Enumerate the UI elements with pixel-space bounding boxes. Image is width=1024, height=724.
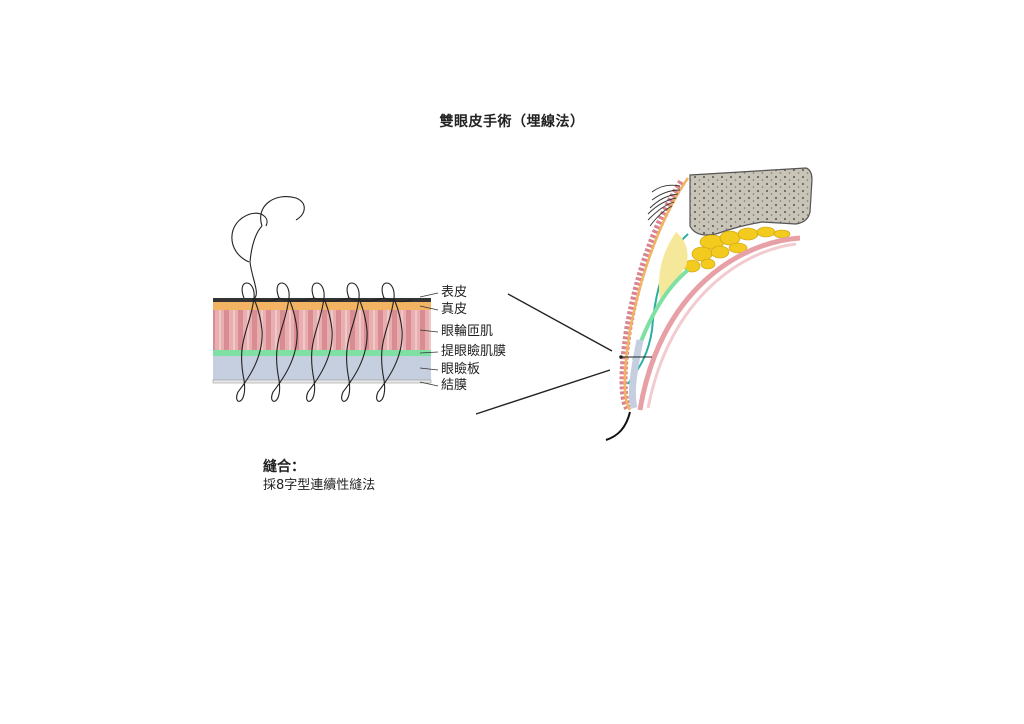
diagram-title: 雙眼皮手術（埋線法） bbox=[439, 114, 585, 130]
eyelid-anatomy bbox=[605, 167, 813, 441]
orbital-bone bbox=[689, 167, 813, 236]
label-conjunctiva: 結膜 bbox=[441, 378, 468, 393]
orbital-fat bbox=[683, 226, 791, 273]
label-epidermis: 表皮 bbox=[441, 285, 468, 300]
eyelid-muscle bbox=[619, 179, 686, 411]
label-levator-aponeurosis: 提眼瞼肌膜 bbox=[441, 344, 507, 359]
layer-dermis bbox=[213, 302, 431, 310]
layer-conjunctiva bbox=[212, 379, 432, 384]
layer-cross-section bbox=[212, 298, 432, 384]
label-tarsal-plate: 眼瞼板 bbox=[441, 362, 481, 377]
label-leaders bbox=[419, 292, 439, 387]
layer-levator bbox=[213, 350, 431, 356]
tarsal-plate bbox=[628, 339, 644, 409]
suture-heading: 縫合： bbox=[263, 459, 305, 475]
sclera-inner bbox=[646, 242, 797, 409]
layer-orbicularis bbox=[213, 310, 431, 350]
label-dermis: 真皮 bbox=[441, 302, 468, 317]
zoom-lines bbox=[475, 293, 613, 415]
lower-lid-margin bbox=[605, 411, 631, 441]
preaponeurotic-fat bbox=[658, 232, 688, 300]
suture-description: 採8字型連續性縫法 bbox=[263, 478, 376, 493]
eyelid-skin bbox=[623, 177, 690, 411]
sclera-outer bbox=[637, 235, 801, 411]
layer-tarsus bbox=[213, 356, 431, 380]
suture-thread bbox=[231, 196, 413, 402]
label-orbicularis: 眼輪匝肌 bbox=[441, 324, 494, 339]
eyelashes bbox=[647, 184, 681, 227]
